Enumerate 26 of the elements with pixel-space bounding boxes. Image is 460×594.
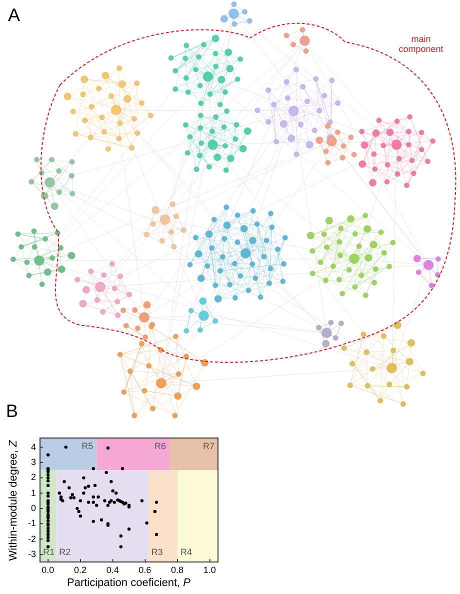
tick-label: -1 [28,519,36,528]
region-label: R7 [203,442,215,452]
panel-label: B [6,402,18,420]
region-label: R1 [43,548,55,557]
tick-label: 4 [31,442,36,452]
tick-label: 0.2 [74,566,86,575]
region-label: R2 [59,548,71,557]
tick-label: 1 [31,488,36,498]
panel-label: A [8,6,20,24]
tick-label: 0.4 [106,566,119,575]
tick-label: 3 [31,458,36,467]
tick-label: -2 [28,534,36,544]
tick-label: 0.8 [171,566,184,575]
tick-label: 2 [31,473,36,482]
tick-label: -3 [28,550,36,559]
tick-label: 0 [31,504,36,513]
axis-title: Participation coeficient, P [67,578,191,589]
tick-label: 0.0 [42,566,54,575]
tick-label: 1.0 [203,566,216,575]
region-label: R4 [180,548,192,557]
region-label: R3 [151,548,163,557]
tick-label: 0.6 [138,566,152,575]
axis-title: Within-module degree, Z [8,440,20,560]
annotation-text: main component [398,34,444,55]
region-label: R6 [154,442,166,452]
region-label: R5 [82,442,94,452]
